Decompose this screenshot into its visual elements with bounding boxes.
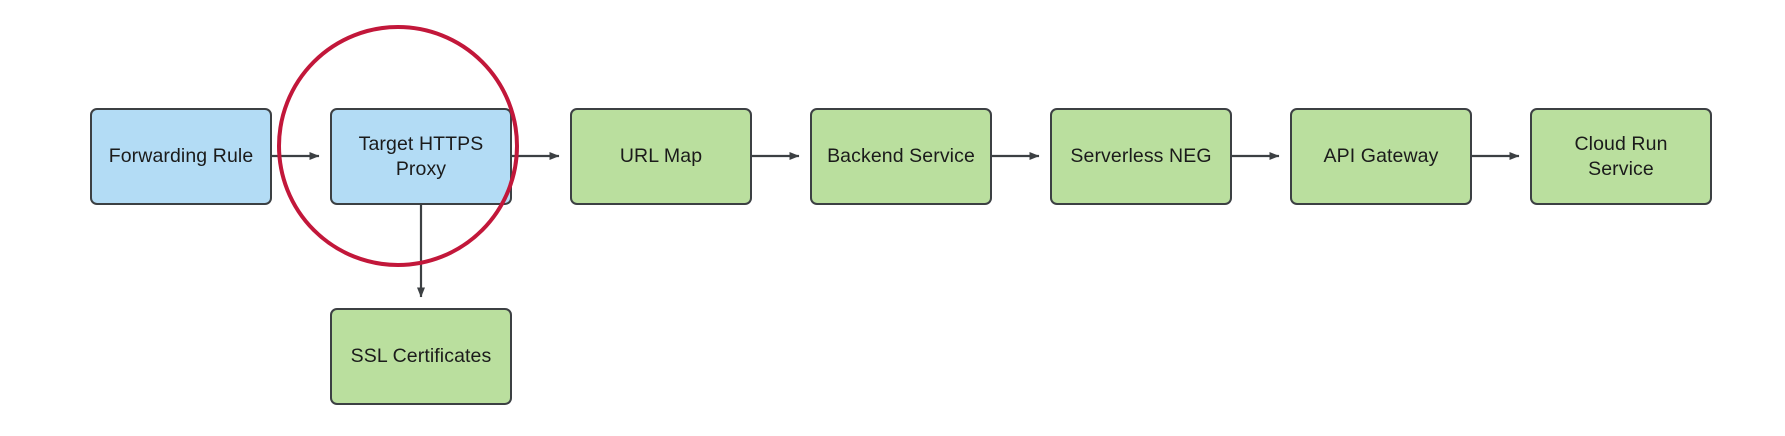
node-forwarding-rule[interactable]: Forwarding Rule <box>90 108 272 205</box>
node-ssl-certificates[interactable]: SSL Certificates <box>330 308 512 405</box>
node-label: Serverless NEG <box>1070 145 1212 168</box>
node-label: Cloud Run Service <box>1574 132 1668 180</box>
node-label: URL Map <box>619 145 703 168</box>
annotation-highlight-target-https-proxy <box>277 25 519 267</box>
node-backend-service[interactable]: Backend Service <box>810 108 992 205</box>
node-cloud-run-service[interactable]: Cloud Run Service <box>1530 108 1712 205</box>
node-label: Forwarding Rule <box>108 145 254 168</box>
node-url-map[interactable]: URL Map <box>570 108 752 205</box>
node-serverless-neg[interactable]: Serverless NEG <box>1050 108 1232 205</box>
node-label: Backend Service <box>827 145 975 168</box>
node-api-gateway[interactable]: API Gateway <box>1290 108 1472 205</box>
node-label: SSL Certificates <box>350 345 492 368</box>
node-label: API Gateway <box>1323 145 1439 168</box>
